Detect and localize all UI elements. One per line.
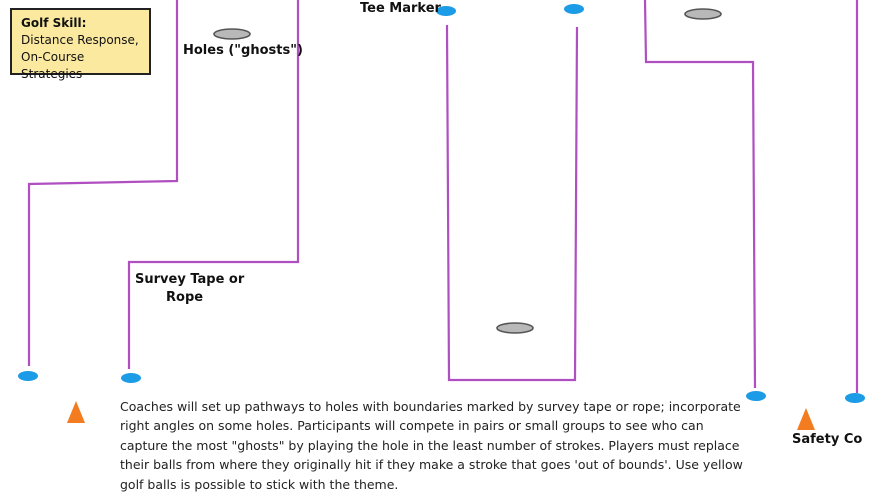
golf-skill-heading: Golf Skill: [21, 16, 87, 30]
hole-icon [213, 28, 251, 40]
tee-marker-label: Tee Marker [360, 1, 441, 16]
boundary-tape-hole-1-right [127, 0, 300, 369]
safety-cone-icon [797, 408, 815, 430]
golf-skill-box: Golf Skill: Distance Response, On-Course… [10, 8, 151, 81]
hole-icon [684, 8, 722, 20]
hole-icon [496, 322, 534, 334]
tee-marker-icon [18, 371, 38, 381]
tee-marker-icon [436, 6, 456, 16]
boundary-tape-hole-1 [27, 0, 179, 366]
survey-tape-label-line-2: Rope [166, 290, 204, 305]
activity-description: Coaches will set up pathways to holes wi… [120, 399, 743, 492]
tee-marker-icon [845, 393, 865, 403]
survey-tape-label-line-1: Survey Tape or [135, 272, 245, 287]
boundary-tape-hole-3 [643, 0, 757, 389]
golf-skill-text: Distance Response, On-Course Strategies [21, 33, 139, 81]
boundary-tape-hole-2 [445, 24, 579, 382]
safety-cone-label: Safety Co [792, 432, 863, 447]
tee-marker-icon [121, 373, 141, 383]
tee-marker-icon [746, 391, 766, 401]
safety-cone-icon [67, 401, 85, 423]
tee-marker-icon [564, 4, 584, 14]
holes-label: Holes ("ghosts") [183, 43, 303, 58]
